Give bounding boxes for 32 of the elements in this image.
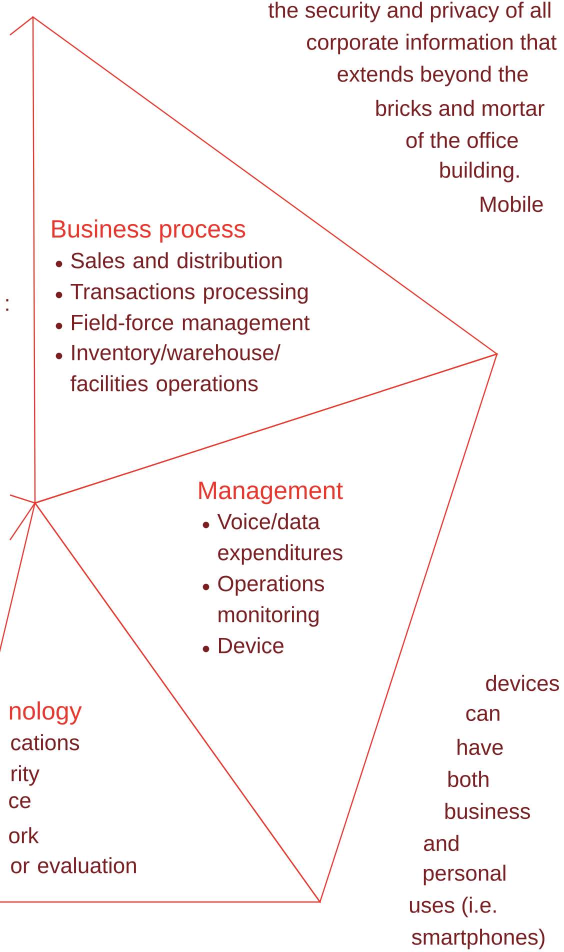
paragraph-line: business <box>445 802 530 820</box>
bullet-item: Field-force management <box>56 314 310 335</box>
paragraph-line: the security and privacy of all <box>268 2 550 22</box>
paragraph-line: devices <box>486 674 559 692</box>
paragraph-line: smartphones) <box>412 928 544 950</box>
list-item: ce <box>9 796 30 808</box>
paragraph-line: and <box>424 834 458 852</box>
bullet-item: Device <box>202 637 284 654</box>
paragraph-line: Mobile <box>480 196 543 212</box>
list-item: cations <box>11 734 80 750</box>
text-fragment: : <box>6 299 8 311</box>
paragraph-line: extends beyond the <box>338 66 528 86</box>
paragraph-line: uses (i.e. <box>410 896 496 918</box>
paragraph-line: both <box>448 770 488 788</box>
paragraph-line: of the office <box>406 132 518 148</box>
paragraph-line: building. <box>440 162 519 182</box>
section-heading: Management <box>199 482 343 504</box>
bullet-item: Operations monitoring <box>202 575 324 627</box>
bullet-item: Sales and distribution <box>56 252 282 268</box>
bullet-item: Voice/data expenditures <box>202 513 342 565</box>
section-heading: Business process <box>52 219 246 243</box>
paragraph-line: have <box>458 738 503 756</box>
section-heading: nology <box>10 701 82 725</box>
paragraph-line: bricks and mortar <box>376 100 544 116</box>
bullet-item: Inventory/warehouse/ facilities operations <box>56 344 281 396</box>
list-item: rity <box>12 765 40 786</box>
list-item: ork <box>9 827 39 844</box>
paragraph-line: personal <box>424 864 506 886</box>
bullet-item: Transactions processing <box>56 283 308 304</box>
list-item: or evaluation <box>11 857 136 874</box>
paragraph-line: can <box>466 708 500 722</box>
paragraph-line: corporate information that <box>307 34 557 54</box>
